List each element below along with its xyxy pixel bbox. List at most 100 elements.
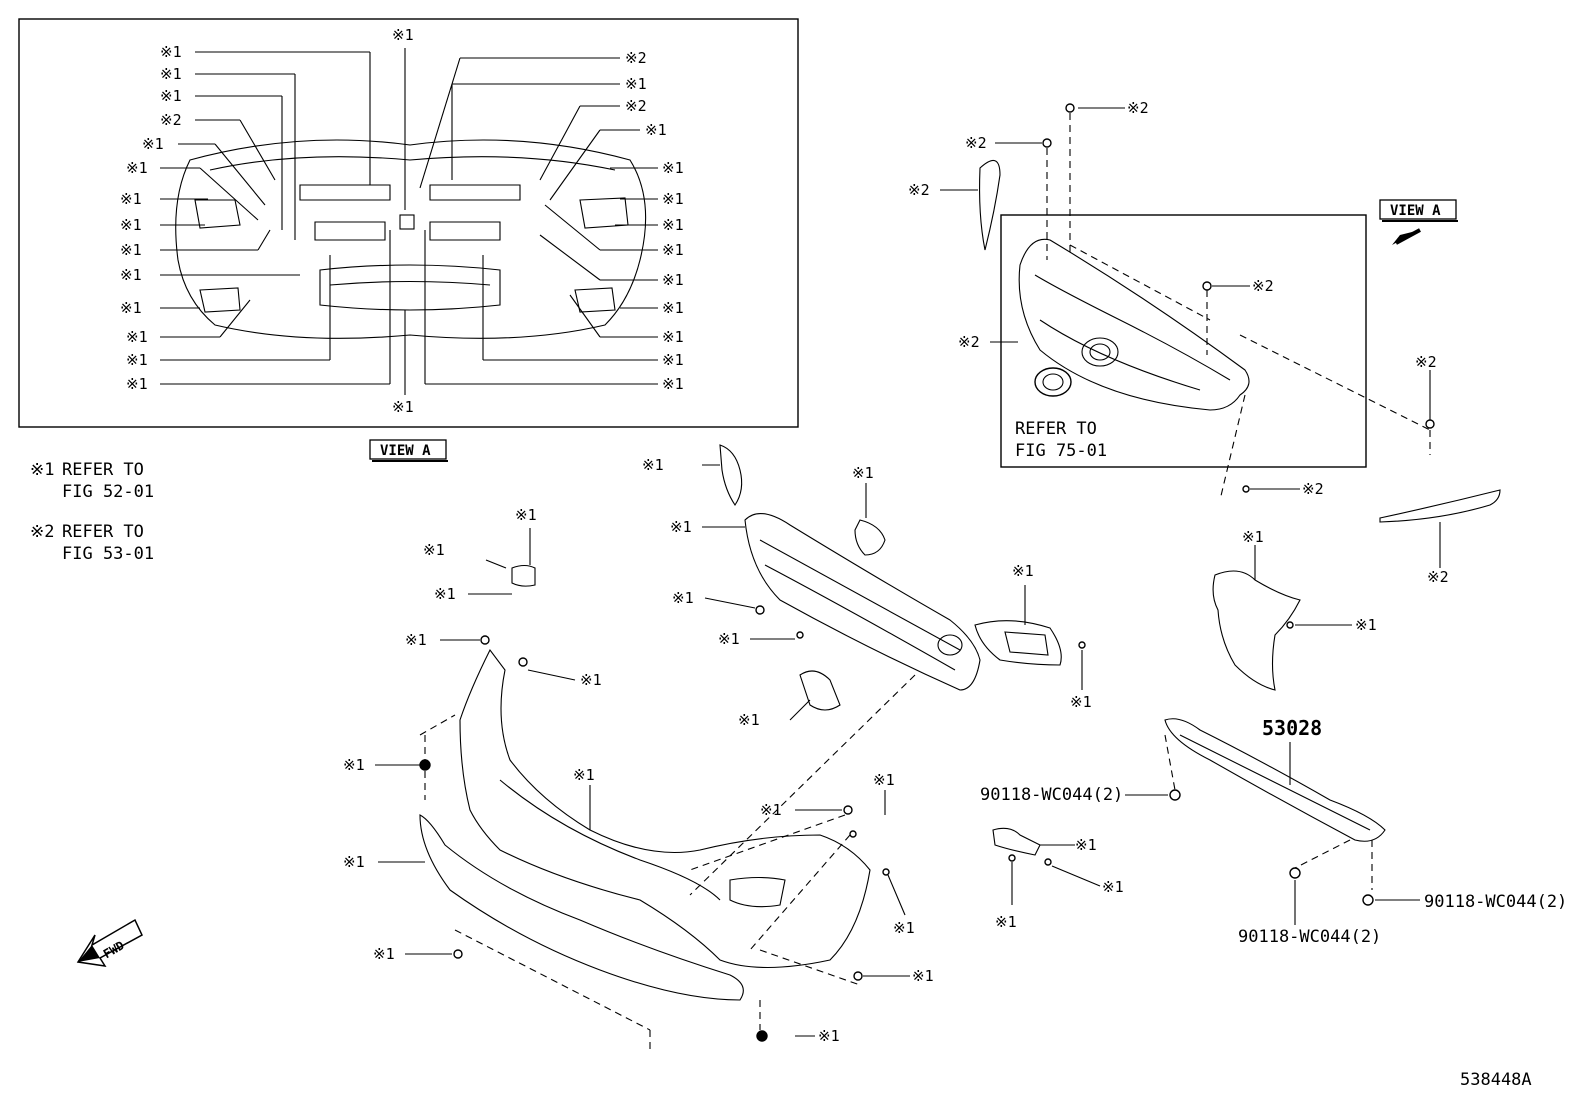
grille-group: VIEW A REFER TO FIG 75-01 ※2 ※2 ※2 ※2 ※2… [908,99,1501,586]
callout-label: ※2 [1127,99,1149,117]
front-emblem [1034,367,1072,397]
callout-label: ※1 [120,266,142,284]
callout-label: ※1 [662,299,684,317]
callout-label: ※1 [873,771,895,789]
callout-label: ※1 [515,506,537,524]
inset-right-callouts [419,57,658,385]
bolt-part-number: 90118-WC044(2) [980,785,1123,805]
callout-label: ※1 [662,159,684,177]
bolt-part-number: 90118-WC044(2) [1238,927,1381,947]
front-bumper-cover [459,648,871,968]
trim-strip-right [1379,489,1501,523]
retainer [511,564,536,587]
callout-label: ※2 [160,111,182,129]
inset-labels: ※1 ※1 ※1 ※2 ※1 ※1 ※1 ※1 ※1 ※1 ※1 ※1 ※1 ※… [120,26,684,416]
callout-label: ※2 [1302,480,1324,498]
callout-label: ※1 [662,216,684,234]
callout-label: ※1 [392,26,414,44]
small-bracket [992,827,1041,856]
fog-lamp-bezel [974,620,1062,666]
lower-support-53028 [1164,718,1386,842]
callout-label: ※1 [126,159,148,177]
callout-label: ※1 [160,87,182,105]
lower-grille [744,513,981,691]
figure-id: 538448A [1460,1070,1532,1090]
callout-label: ※2 [625,49,647,67]
callout-label: ※1 [1242,528,1264,546]
callout-label: ※1 [662,328,684,346]
callout-label: ※1 [662,351,684,369]
view-a-inset [18,18,799,428]
callout-label: ※2 [1427,568,1449,586]
note2-mark: ※2 [30,522,54,542]
view-a-tag: VIEW A [369,439,448,462]
side-bracket [719,444,743,506]
callout-label: ※1 [893,919,915,937]
callout-label: ※1 [573,766,595,784]
emblem-ref-line2: FIG 75-01 [1015,441,1107,461]
grille-frame [1000,214,1367,468]
view-a-label-arrow: VIEW A [1390,203,1441,219]
callout-label: ※2 [908,181,930,199]
radiator-grille [1018,238,1250,411]
view-a-label: VIEW A [380,443,431,459]
grille-emblem [1081,337,1119,367]
callout-label: ※1 [995,913,1017,931]
callout-label: ※1 [343,853,365,871]
note2-line1: REFER TO [62,522,144,542]
callout-label: ※1 [343,756,365,774]
callout-label: ※1 [120,299,142,317]
callout-label: ※1 [760,801,782,819]
absorber-bracket [799,670,841,711]
bumper-clip [854,519,886,556]
bumper-rear-view [175,139,647,339]
part-number-53028: 53028 [1262,716,1322,740]
callout-label: ※2 [625,97,647,115]
side-retainer-bracket [1212,570,1301,691]
callout-label: ※2 [965,134,987,152]
callout-label: ※1 [1070,693,1092,711]
callout-label: ※1 [580,671,602,689]
callout-label: ※1 [120,241,142,259]
callout-label: ※1 [392,398,414,416]
callout-label: ※1 [1355,616,1377,634]
view-a-frame [18,18,799,428]
trim-strip-left [979,159,1001,251]
callout-label: ※1 [662,271,684,289]
bolt-part-number: 90118-WC044(2) [1424,892,1567,912]
note1-line2: FIG 52-01 [62,482,154,502]
callout-label: ※1 [672,589,694,607]
callout-label: ※1 [126,375,148,393]
fwd-arrow: FWD [76,918,143,967]
callout-label: ※2 [1252,277,1274,295]
note2-line2: FIG 53-01 [62,544,154,564]
right-side-parts: ※1 ※1 ※1 ※1 ※1 ※1 53028 90118-WC044(2) 9… [980,528,1567,947]
callout-label: ※2 [958,333,980,351]
callout-label: ※1 [662,375,684,393]
callout-label: ※1 [160,43,182,61]
callout-label: ※1 [670,518,692,536]
callout-label: ※1 [434,585,456,603]
note1-mark: ※1 [30,460,54,480]
callout-label: ※1 [373,945,395,963]
callout-label: ※1 [1012,562,1034,580]
callout-label: ※1 [718,630,740,648]
callout-label: ※1 [120,216,142,234]
callout-label: ※1 [738,711,760,729]
callout-label: ※1 [126,351,148,369]
callout-label: ※1 [160,65,182,83]
inset-left-callouts [160,48,406,395]
reference-notes: ※1 REFER TO FIG 52-01 ※2 REFER TO FIG 53… [30,460,154,564]
callout-label: ※1 [423,541,445,559]
callout-label: ※1 [625,75,647,93]
callout-label: ※1 [642,456,664,474]
callout-label: ※1 [1102,878,1124,896]
bumper-assembly [375,444,1086,1050]
callout-label: ※2 [1415,353,1437,371]
callout-label: ※1 [120,190,142,208]
callout-label: ※1 [405,631,427,649]
callout-label: ※1 [662,241,684,259]
callout-label: ※1 [852,464,874,482]
main-labels: ※1 ※1 ※1 ※1 ※1 ※1 ※1 ※1 ※1 ※1 ※1 ※1 ※1 ※… [343,456,1092,1045]
